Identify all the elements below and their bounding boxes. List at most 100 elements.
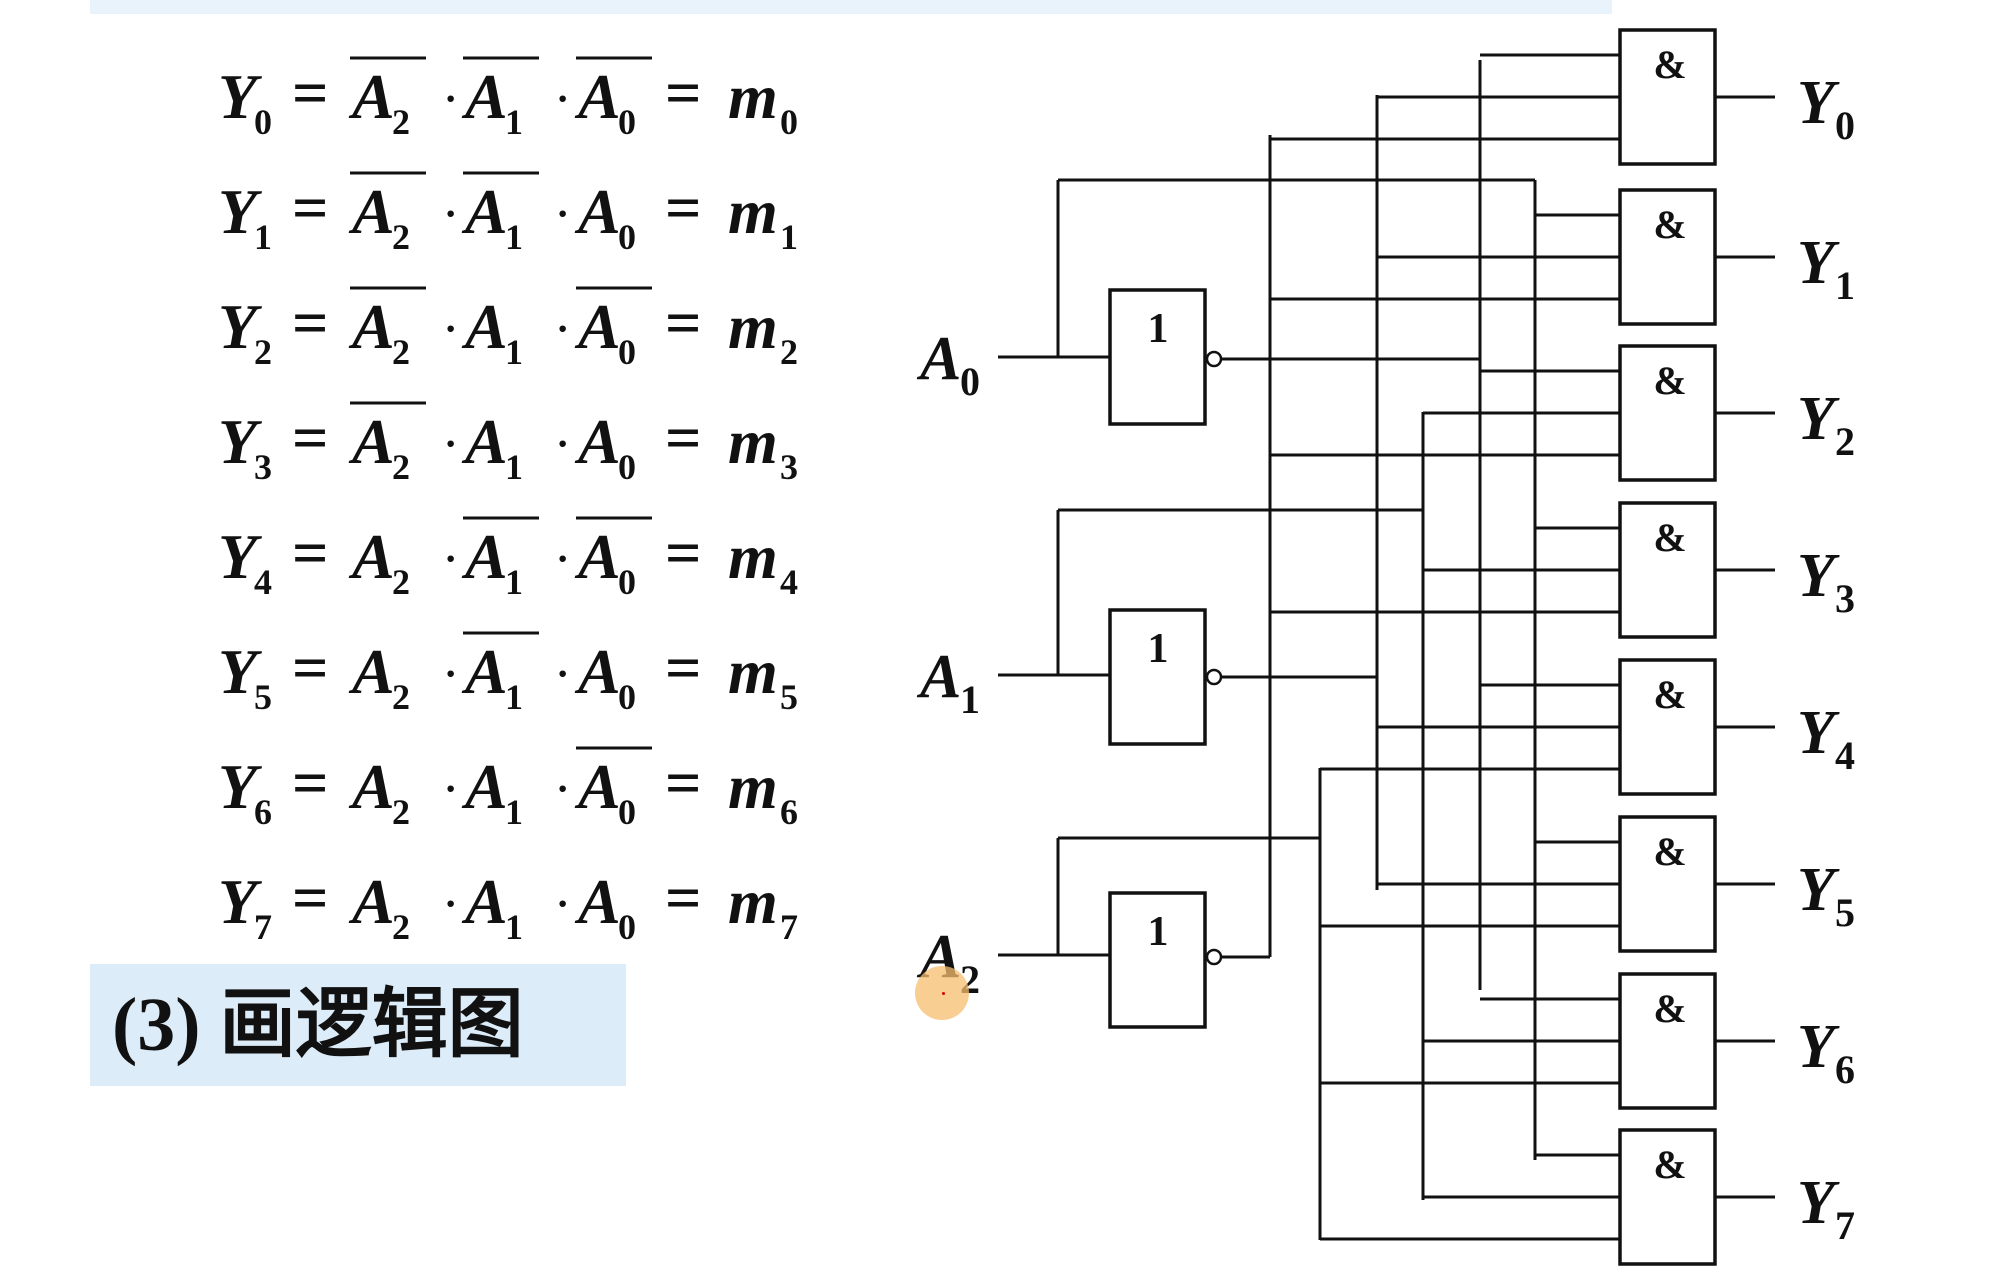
and-gate-5 <box>1618 815 1717 953</box>
equation-term-subscript: 0 <box>618 217 636 257</box>
equals-sign: = <box>292 632 328 703</box>
and-dot: · <box>556 306 569 351</box>
equation-term: A <box>574 291 621 362</box>
equation-term-subscript: 2 <box>392 677 410 717</box>
equation-rhs-subscript: 4 <box>780 562 798 602</box>
and-gate-label-2: & <box>1653 358 1686 403</box>
equation-rhs: m <box>728 751 778 822</box>
and-gate-6 <box>1618 972 1717 1110</box>
equals-sign: = <box>292 402 328 473</box>
equation-term: A <box>574 636 621 707</box>
inversion-bubble-0 <box>1205 350 1223 368</box>
and-gate-3 <box>1618 501 1717 639</box>
and-gate-4 <box>1618 658 1717 796</box>
output-label-4: Y <box>1797 699 1840 767</box>
equation-lhs-subscript: 7 <box>254 907 272 947</box>
equation-lhs: Y <box>218 61 262 132</box>
equation-term-subscript: 2 <box>392 907 410 947</box>
output-label-5: Y <box>1797 856 1840 924</box>
equation-lhs: Y <box>218 176 262 247</box>
equals-sign: = <box>292 57 328 128</box>
equation-rhs: m <box>728 61 778 132</box>
equation-term: A <box>348 866 395 937</box>
equation-term: A <box>461 751 508 822</box>
equation-rhs: m <box>728 176 778 247</box>
equals-sign: = <box>665 287 701 358</box>
and-dot: · <box>556 766 569 811</box>
output-label-subscript-0: 0 <box>1835 103 1855 148</box>
equation-term: A <box>348 636 395 707</box>
output-label-subscript-3: 3 <box>1835 576 1855 621</box>
equals-sign: = <box>665 57 701 128</box>
pointer-dot <box>942 992 945 995</box>
equation-term: A <box>574 176 621 247</box>
equation-rhs-subscript: 1 <box>780 217 798 257</box>
equals-sign: = <box>665 632 701 703</box>
equals-sign: = <box>292 862 328 933</box>
equation-rhs-subscript: 0 <box>780 102 798 142</box>
and-dot: · <box>556 421 569 466</box>
equation-term: A <box>461 291 508 362</box>
and-gate-7 <box>1618 1128 1717 1266</box>
equation-term-subscript: 2 <box>392 332 410 372</box>
equation-term-subscript: 1 <box>505 792 523 832</box>
not-gate-label-1: 1 <box>1148 626 1169 672</box>
input-label-subscript-0: 0 <box>960 359 980 404</box>
equation-term-subscript: 2 <box>392 447 410 487</box>
equation-term: A <box>574 406 621 477</box>
equation-rhs: m <box>728 866 778 937</box>
equals-sign: = <box>665 172 701 243</box>
equals-sign: = <box>665 747 701 818</box>
and-gate-label-3: & <box>1653 515 1686 560</box>
equation-term: A <box>461 521 508 592</box>
not-gate-2 <box>1108 891 1207 1029</box>
equation-lhs-subscript: 6 <box>254 792 272 832</box>
equation-term-subscript: 0 <box>618 102 636 142</box>
equation-term: A <box>574 866 621 937</box>
output-label-subscript-6: 6 <box>1835 1047 1855 1092</box>
equation-rhs-subscript: 6 <box>780 792 798 832</box>
equation-term: A <box>461 866 508 937</box>
equation-lhs-subscript: 5 <box>254 677 272 717</box>
input-label-1: A <box>916 643 961 711</box>
equation-rhs: m <box>728 406 778 477</box>
and-dot: · <box>444 306 457 351</box>
output-label-0: Y <box>1797 69 1840 137</box>
equals-sign: = <box>292 172 328 243</box>
equation-lhs: Y <box>218 406 262 477</box>
equation-term-subscript: 0 <box>618 907 636 947</box>
output-label-7: Y <box>1797 1169 1840 1237</box>
input-label-0: A <box>916 325 961 393</box>
equation-term-subscript: 1 <box>505 562 523 602</box>
section-heading: (3) 画逻辑图 <box>112 983 524 1067</box>
equation-term-subscript: 1 <box>505 102 523 142</box>
and-dot: · <box>444 536 457 581</box>
output-label-subscript-1: 1 <box>1835 263 1855 308</box>
equation-term: A <box>461 61 508 132</box>
equation-lhs-subscript: 2 <box>254 332 272 372</box>
equation-rhs: m <box>728 636 778 707</box>
equation-lhs: Y <box>218 751 262 822</box>
not-gate-0 <box>1108 288 1207 426</box>
equation-term: A <box>574 521 621 592</box>
equation-rhs-subscript: 7 <box>780 907 798 947</box>
output-label-3: Y <box>1797 542 1840 610</box>
equation-term-subscript: 0 <box>618 792 636 832</box>
equation-term-subscript: 1 <box>505 332 523 372</box>
output-label-subscript-2: 2 <box>1835 419 1855 464</box>
equation-term-subscript: 2 <box>392 792 410 832</box>
equation-term: A <box>574 61 621 132</box>
equation-lhs-subscript: 0 <box>254 102 272 142</box>
equation-term: A <box>348 521 395 592</box>
equation-rhs-subscript: 2 <box>780 332 798 372</box>
equation-term-subscript: 2 <box>392 562 410 602</box>
section-heading-box <box>90 964 626 1086</box>
output-label-subscript-7: 7 <box>1835 1203 1855 1248</box>
equation-term-subscript: 2 <box>392 217 410 257</box>
